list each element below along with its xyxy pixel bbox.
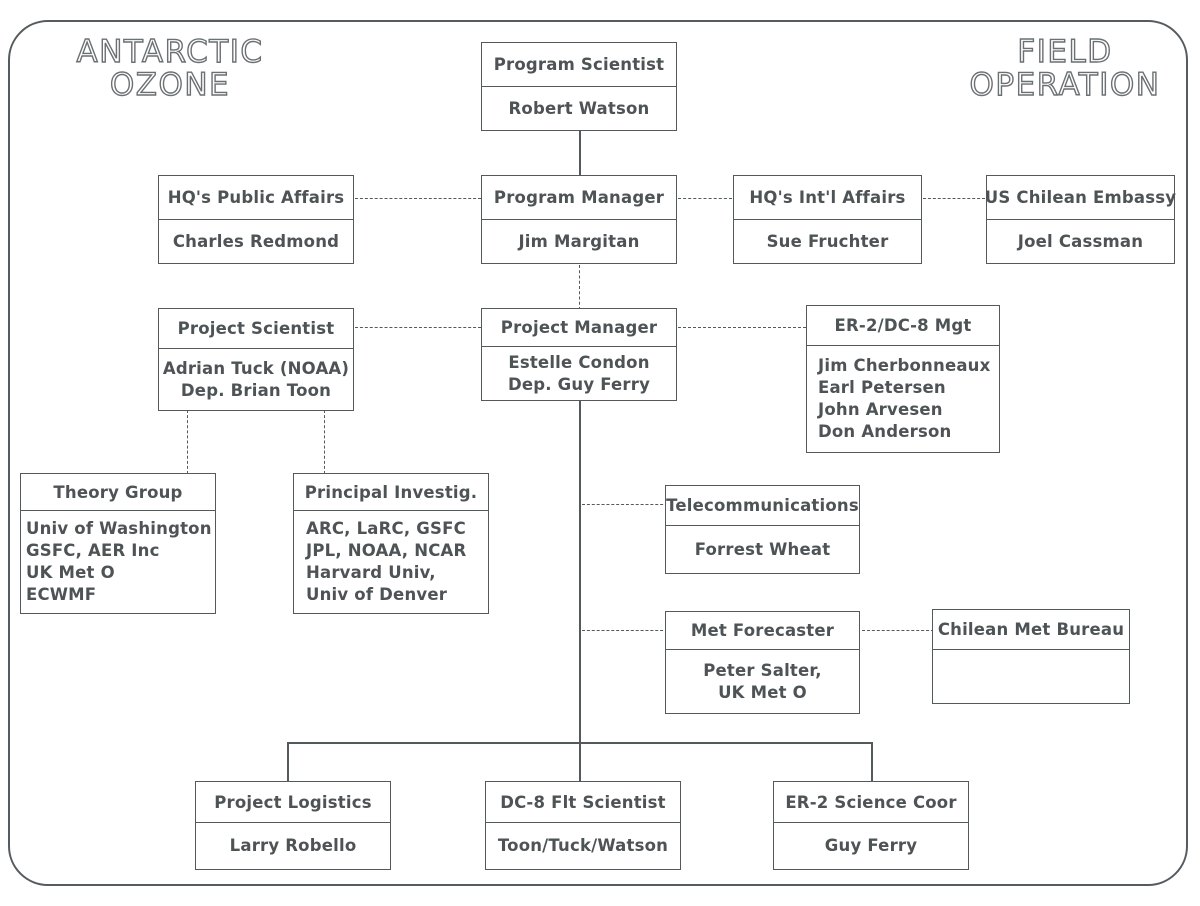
connector-progsci-progmgr	[579, 130, 581, 176]
node-program-scientist-role: Program Scientist	[482, 43, 676, 87]
node-program-scientist-people: Robert Watson	[508, 98, 650, 118]
node-theory-group-role: Theory Group	[21, 474, 215, 511]
node-er2-dc8-mgt-role: ER‑2/DC‑8 Mgt	[807, 306, 999, 346]
connector-progmgr-projmgr	[579, 265, 580, 310]
node-er2-dc8-mgt-people: Jim Cherbonneaux Earl Petersen John Arve…	[818, 356, 991, 441]
node-hq-intl-affairs-people: Sue Fruchter	[766, 231, 889, 251]
node-dc8-flt-scientist[interactable]: DC‑8 Flt Scientist Toon/Tuck/Watson	[485, 781, 681, 870]
connector-spine-telecom	[582, 504, 668, 505]
node-project-manager-role: Project Manager	[482, 309, 676, 347]
bottom-drop-dc8-flt-scientist	[579, 742, 581, 782]
node-project-scientist-role: Project Scientist	[159, 309, 353, 349]
node-project-logistics[interactable]: Project Logistics Larry Robello	[195, 781, 391, 870]
node-us-chilean-embassy-role: US Chilean Embassy	[985, 176, 1176, 220]
node-theory-group-people: Univ of Washington GSFC, AER Inc UK Met …	[26, 519, 212, 604]
node-project-scientist-people: Adrian Tuck (NOAA) Dep. Brian Toon	[162, 358, 350, 400]
bottom-drop-project-logistics	[287, 742, 289, 782]
node-telecommunications-people: Forrest Wheat	[694, 539, 831, 559]
connector-progmgr-intlaffairs	[678, 198, 732, 199]
node-dc8-flt-scientist-role: DC‑8 Flt Scientist	[486, 782, 680, 823]
node-met-forecaster-people: Peter Salter, UK Met O	[703, 660, 822, 702]
connector-projsci-theorygroup	[187, 410, 188, 474]
node-hq-public-affairs-role: HQ's Public Affairs	[159, 176, 353, 220]
node-principal-investig-people: ARC, LaRC, GSFC JPL, NOAA, NCAR Harvard …	[306, 519, 467, 604]
node-chilean-met-bureau-role: Chilean Met Bureau	[933, 610, 1129, 650]
node-er2-science-coor[interactable]: ER‑2 Science Coor Guy Ferry	[773, 781, 969, 870]
node-telecommunications-role: Telecommunications	[666, 486, 859, 526]
node-project-scientist[interactable]: Project Scientist Adrian Tuck (NOAA) Dep…	[158, 308, 354, 411]
connector-publicaffairs-progmgr	[355, 198, 481, 199]
node-er2-science-coor-role: ER‑2 Science Coor	[774, 782, 968, 823]
node-telecommunications[interactable]: Telecommunications Forrest Wheat	[665, 485, 860, 574]
bottom-drop-er2-science-coor	[871, 742, 873, 782]
node-met-forecaster[interactable]: Met Forecaster Peter Salter, UK Met O	[665, 611, 860, 714]
node-program-manager-people: Jim Margitan	[518, 231, 640, 251]
node-program-scientist[interactable]: Program Scientist Robert Watson	[481, 42, 677, 131]
node-program-manager-role: Program Manager	[482, 176, 676, 220]
node-dc8-flt-scientist-people: Toon/Tuck/Watson	[497, 836, 669, 856]
node-program-manager[interactable]: Program Manager Jim Margitan	[481, 175, 677, 264]
node-us-chilean-embassy[interactable]: US Chilean Embassy Joel Cassman	[985, 175, 1176, 264]
node-hq-intl-affairs[interactable]: HQ's Int'l Affairs Sue Fruchter	[733, 175, 922, 264]
node-project-manager-people: Estelle Condon Dep. Guy Ferry	[507, 352, 651, 394]
section-title-field-operation: FIELD OPERATION	[969, 34, 1161, 103]
node-principal-investig-role: Principal Investig.	[294, 474, 488, 511]
connector-projsci-projmgr	[355, 327, 481, 328]
node-hq-intl-affairs-role: HQ's Int'l Affairs	[734, 176, 921, 220]
node-principal-investig[interactable]: Principal Investig. ARC, LaRC, GSFC JPL,…	[293, 473, 489, 614]
node-us-chilean-embassy-people: Joel Cassman	[1017, 231, 1144, 251]
node-project-logistics-people: Larry Robello	[229, 836, 357, 856]
node-project-logistics-role: Project Logistics	[196, 782, 390, 823]
node-met-forecaster-role: Met Forecaster	[666, 612, 859, 650]
node-chilean-met-bureau[interactable]: Chilean Met Bureau	[932, 609, 1130, 704]
section-title-antarctic-ozone: ANTARCTIC OZONE	[76, 34, 264, 103]
spine-projectmanager-vertical	[579, 400, 581, 790]
connector-intlaffairs-embassy	[923, 198, 985, 199]
node-project-manager[interactable]: Project Manager Estelle Condon Dep. Guy …	[481, 308, 677, 401]
connector-metforecaster-chileanmet	[862, 630, 934, 631]
node-hq-public-affairs-people: Charles Redmond	[172, 231, 340, 251]
connector-projsci-principalinvestig	[324, 410, 325, 474]
node-hq-public-affairs[interactable]: HQ's Public Affairs Charles Redmond	[158, 175, 354, 264]
connector-spine-metforecaster	[582, 630, 668, 631]
node-er2-science-coor-people: Guy Ferry	[824, 836, 918, 856]
node-er2-dc8-mgt[interactable]: ER‑2/DC‑8 Mgt Jim Cherbonneaux Earl Pete…	[806, 305, 1000, 453]
connector-projmgr-er2dc8	[678, 327, 806, 328]
node-chilean-met-bureau-people	[933, 650, 1129, 703]
diagram-outer-frame	[8, 20, 1188, 886]
node-theory-group[interactable]: Theory Group Univ of Washington GSFC, AE…	[20, 473, 216, 614]
